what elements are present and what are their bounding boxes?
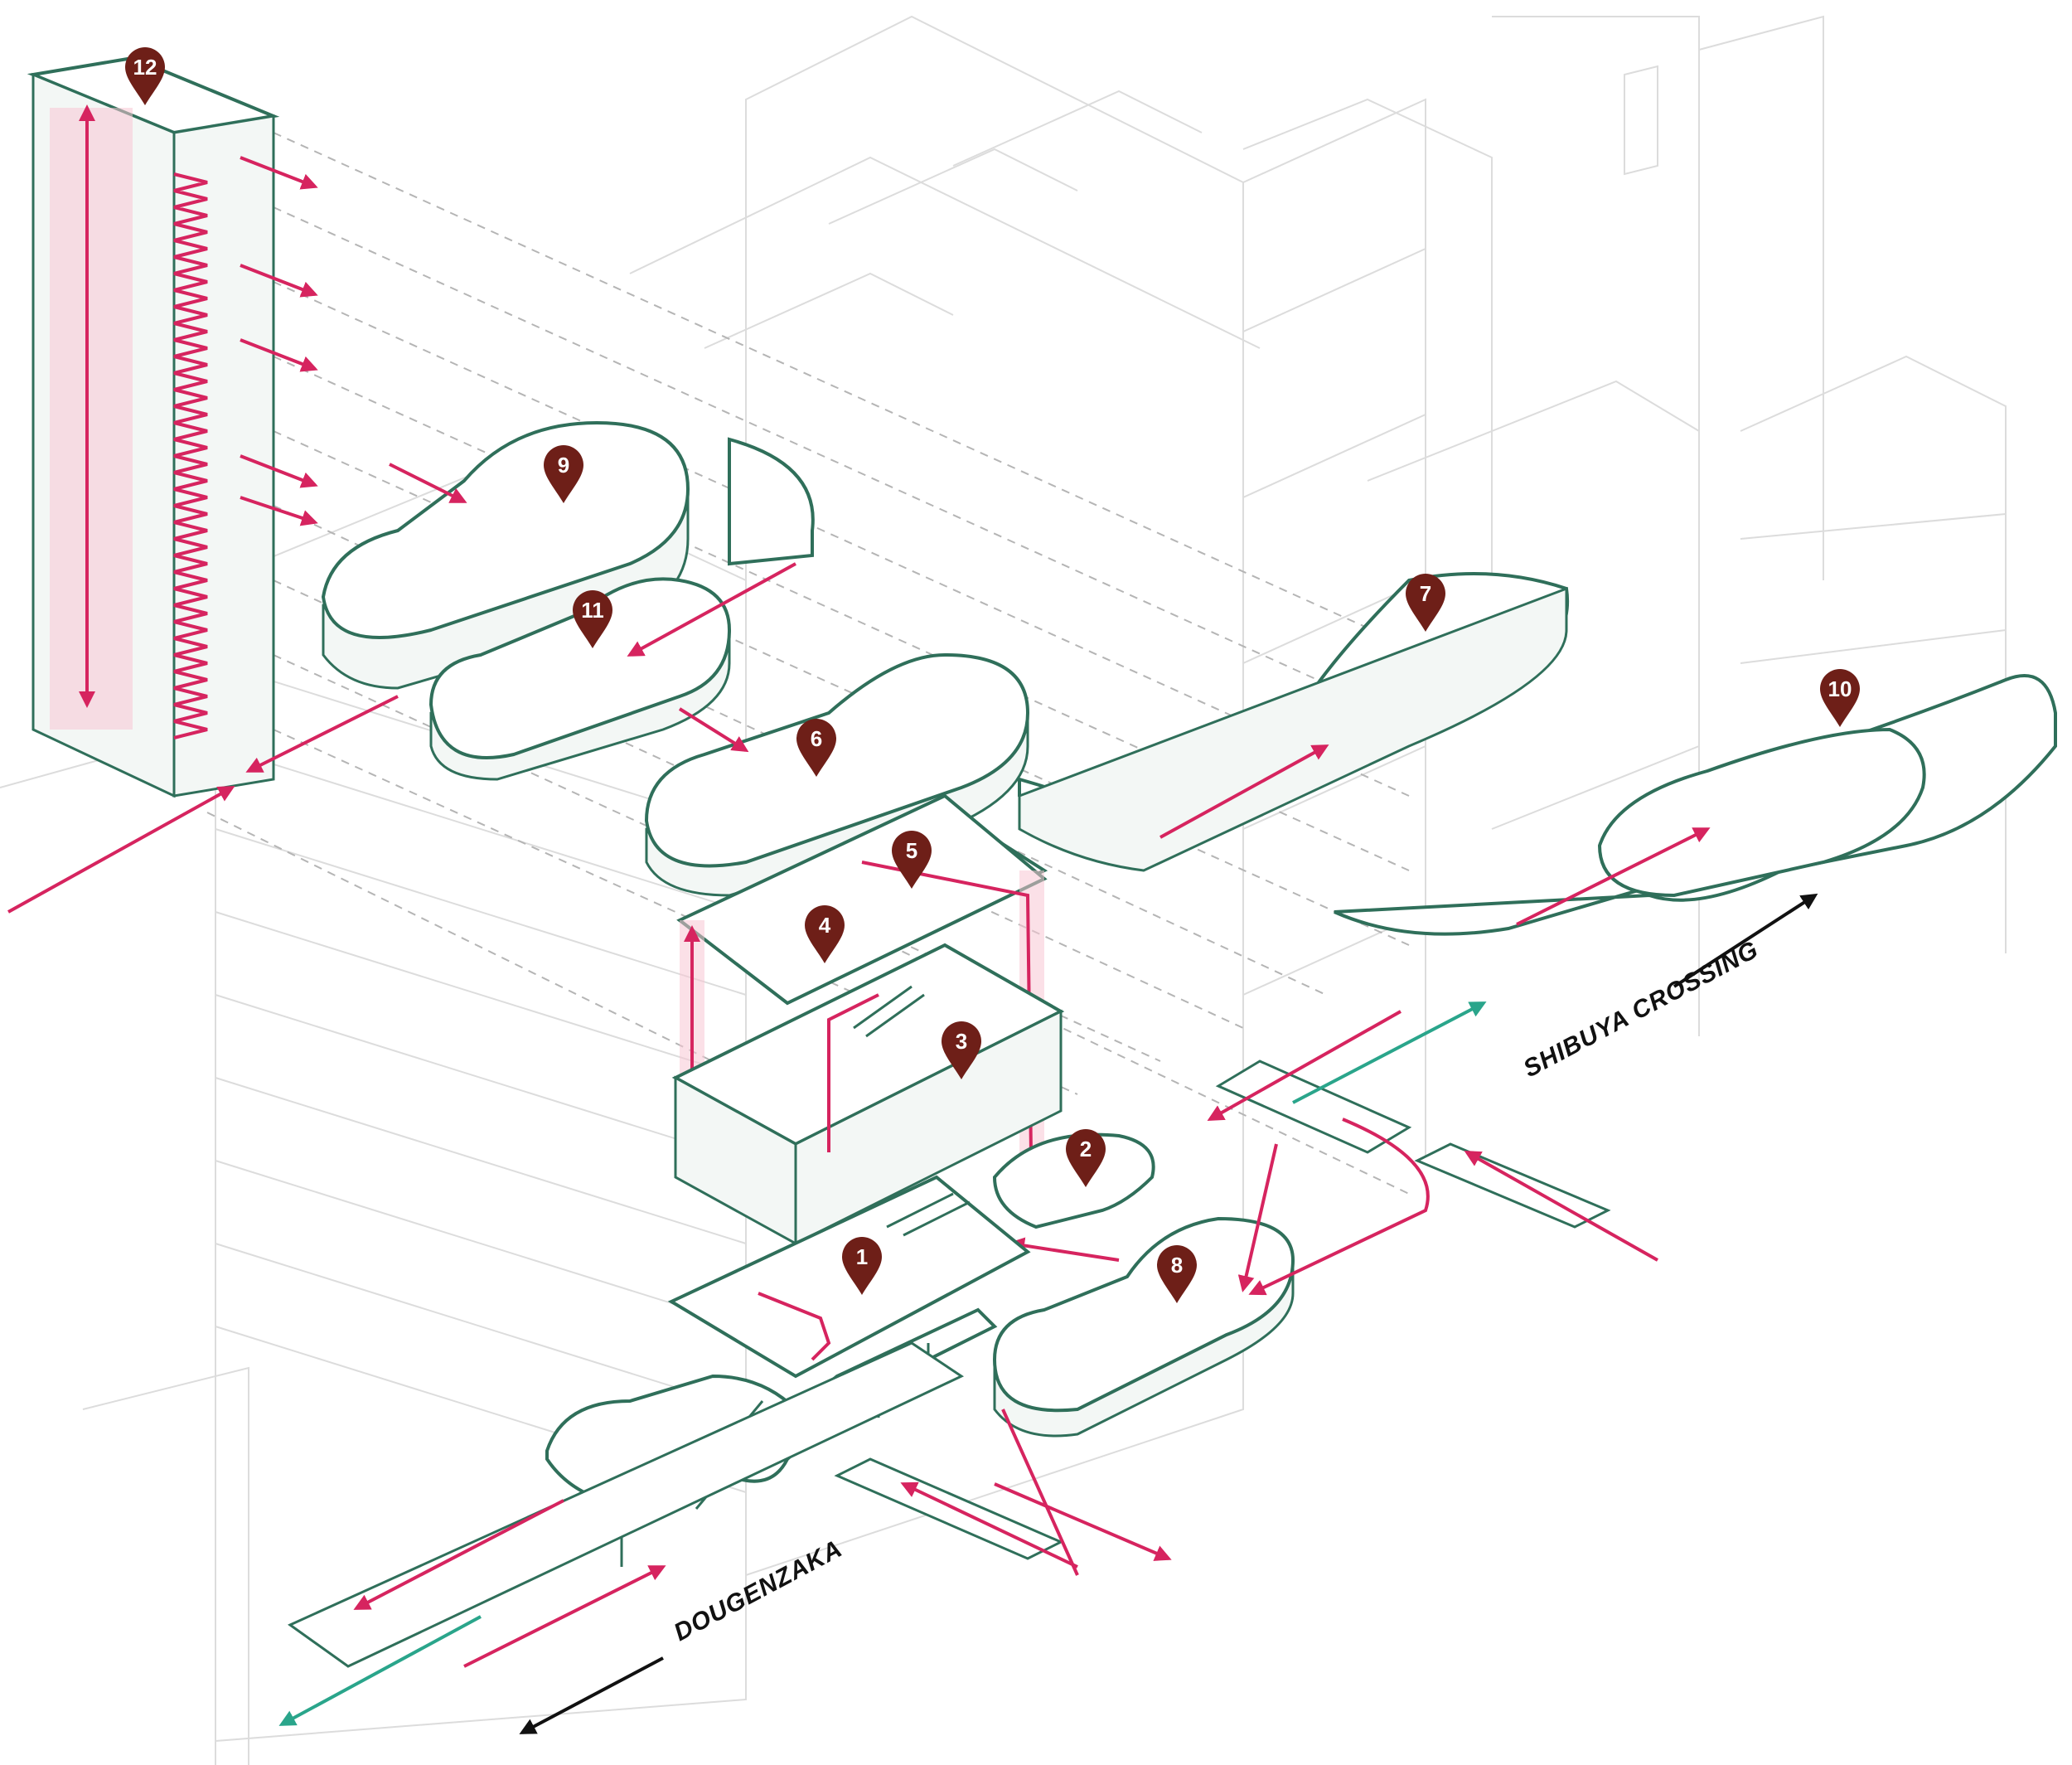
marker-number: 12 — [133, 55, 157, 80]
tower-exit-arrows — [240, 156, 318, 526]
marker-number: 10 — [1828, 676, 1852, 701]
map-pin-icon — [1066, 1129, 1106, 1187]
marker-number: 7 — [1420, 581, 1431, 606]
location-marker-2: 2 — [1066, 1129, 1106, 1187]
marker-number: 8 — [1171, 1253, 1183, 1278]
station-box-3 — [671, 943, 1065, 1246]
location-marker-1: 1 — [842, 1237, 882, 1295]
location-marker-5: 5 — [892, 831, 932, 889]
marker-number: 1 — [856, 1244, 868, 1269]
shibuya-crossing-direction: SHIBUYA CROSSING — [1519, 893, 1818, 1084]
map-pin-icon — [1406, 574, 1445, 632]
location-marker-8: 8 — [1157, 1245, 1197, 1303]
tower-stair-core — [173, 172, 208, 739]
escalator-1 — [886, 1192, 971, 1237]
marker-number: 4 — [819, 913, 831, 938]
dougenzaka-direction: DOUGENZAKA — [519, 1535, 847, 1734]
map-pin-icon — [573, 590, 612, 648]
marker-number: 2 — [1080, 1137, 1092, 1161]
platform-2 — [992, 1132, 1155, 1229]
street-flow-arrows — [278, 1001, 1658, 1726]
location-marker-9: 9 — [544, 445, 583, 503]
marker-number: 11 — [581, 598, 604, 623]
dougenzaka-label: DOUGENZAKA — [670, 1535, 847, 1646]
location-marker-3: 3 — [942, 1021, 981, 1079]
map-pin-icon — [1157, 1245, 1197, 1303]
shibuya-crossing-label: SHIBUYA CROSSING — [1519, 936, 1764, 1084]
marker-number: 3 — [956, 1029, 967, 1054]
platform-11 — [7, 562, 796, 914]
location-marker-11: 11 — [573, 590, 612, 648]
location-marker-7: 7 — [1406, 574, 1445, 632]
map-pin-icon — [942, 1021, 981, 1079]
map-pin-icon — [544, 445, 583, 503]
location-marker-6: 6 — [796, 719, 836, 777]
platform-8 — [992, 1143, 1295, 1438]
map-pin-icon — [125, 47, 165, 105]
map-pin-icon — [805, 905, 845, 963]
platform-7 — [1018, 572, 1570, 872]
tower-building — [27, 56, 318, 798]
roads — [288, 1059, 1611, 1668]
marker-number: 5 — [906, 838, 917, 863]
map-pin-icon — [1820, 669, 1860, 727]
concourse-1 — [667, 1175, 1031, 1379]
marker-number: 6 — [811, 726, 822, 751]
map-pin-icon — [842, 1237, 882, 1295]
map-pin-icon — [796, 719, 836, 777]
location-marker-12: 12 — [125, 47, 165, 105]
location-marker-10: 10 — [1820, 669, 1860, 727]
map-pin-icon — [892, 831, 932, 889]
escalator-3 — [853, 985, 925, 1038]
platform-10 — [1334, 674, 2057, 936]
location-marker-4: 4 — [805, 905, 845, 963]
marker-number: 9 — [558, 453, 569, 478]
roof-trusses — [704, 90, 1203, 349]
